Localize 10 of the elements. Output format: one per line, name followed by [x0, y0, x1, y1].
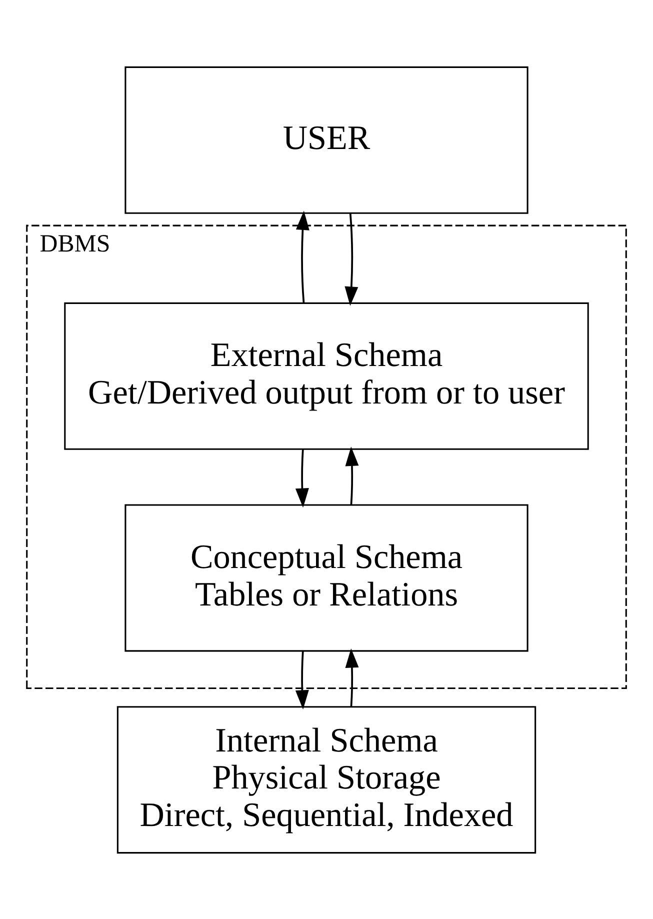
node-box: Internal Schema Physical Storage Direct, Sequential, Indexed — [116, 706, 536, 854]
arrow — [345, 648, 359, 706]
arrow — [295, 448, 309, 508]
arrow — [344, 212, 358, 306]
arrow — [345, 446, 359, 504]
arrow — [296, 210, 310, 303]
node-box: USER — [124, 66, 528, 214]
node-box: Conceptual Schema Tables or Relations — [124, 504, 528, 652]
node-box: External Schema Get/Derived output from or to user — [64, 302, 589, 450]
arrow — [295, 650, 309, 709]
